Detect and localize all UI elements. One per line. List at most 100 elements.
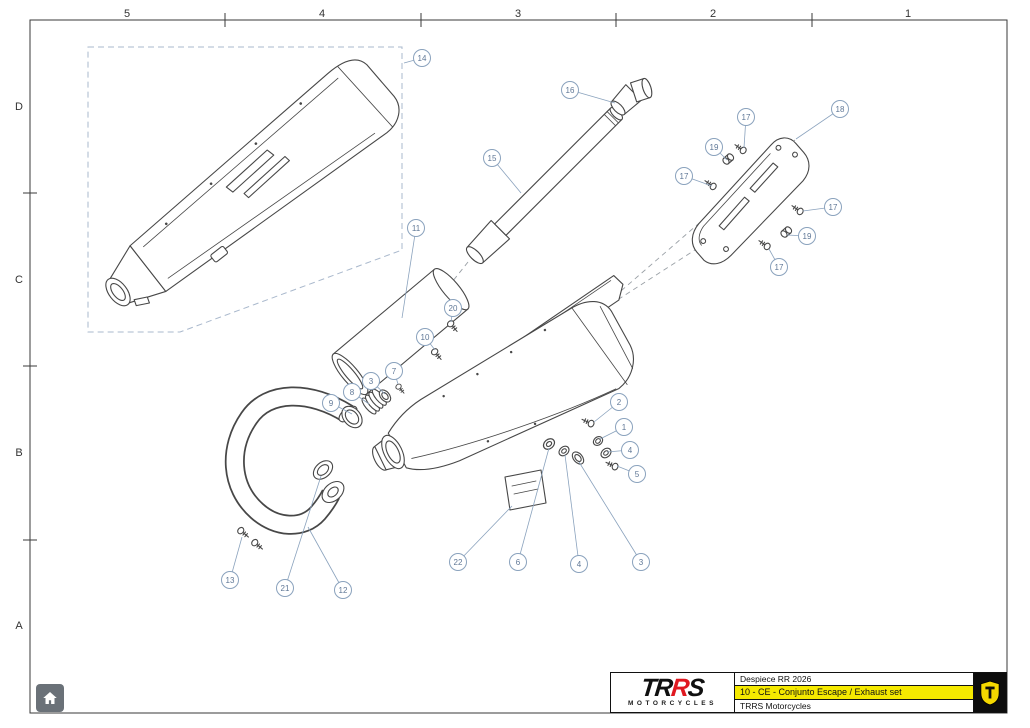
shield-spacer-19-b [779, 225, 794, 239]
svg-text:17: 17 [829, 203, 838, 212]
svg-text:16: 16 [566, 86, 575, 95]
balloon-22: 22 [449, 505, 513, 571]
heat-shield [691, 137, 810, 265]
brand-emblem-cell [973, 673, 1006, 712]
balloon-4: 4 [606, 441, 639, 459]
balloon-8: 8 [343, 383, 370, 405]
exhaust-tip [610, 77, 653, 116]
svg-text:1: 1 [622, 423, 627, 432]
grid-label-row-a: A [15, 620, 23, 632]
strip-screw-20 [445, 318, 461, 335]
svg-text:9: 9 [329, 399, 334, 408]
assembled-silencer-view [105, 59, 400, 307]
nut-1 [592, 436, 604, 446]
balloon-17: 17 [768, 248, 788, 276]
pipe-flange [321, 480, 345, 504]
inner-canister [331, 268, 470, 396]
balloon-17: 17 [737, 108, 755, 149]
mount-bolt-13-a [235, 525, 252, 541]
mount-bolt-13-b [249, 537, 266, 553]
trrs-shield-icon [980, 680, 1000, 705]
balloon-5: 5 [616, 465, 646, 483]
svg-text:3: 3 [369, 377, 374, 386]
balloon-18: 18 [795, 100, 849, 140]
svg-text:8: 8 [350, 388, 355, 397]
balloon-16: 16 [561, 81, 616, 104]
title-row-section: 10 - CE - Conjunto Escape / Exhaust set [735, 686, 973, 700]
grid-label-row-c: C [15, 274, 23, 286]
svg-text:11: 11 [412, 224, 421, 233]
home-icon [43, 692, 57, 704]
grid-label-col-3: 3 [515, 8, 521, 20]
balloon-6: 6 [509, 447, 550, 571]
strip-screw-10 [429, 346, 445, 363]
balloon-21: 21 [276, 475, 322, 597]
washer-4-b [556, 443, 572, 459]
svg-text:19: 19 [710, 143, 719, 152]
balloon-17: 17 [675, 167, 713, 187]
balloon-14: 14 [403, 49, 431, 67]
sheet-frame: 5 4 3 2 1 D C B A [15, 8, 1008, 714]
balloon-7: 7 [385, 362, 403, 385]
balloon-17: 17 [802, 198, 842, 216]
svg-text:7: 7 [392, 367, 397, 376]
grid-label-row-b: B [15, 447, 22, 459]
grid-label-row-d: D [15, 101, 23, 113]
ce-label-plate [504, 469, 547, 511]
header-pipe [224, 386, 358, 535]
balloon-10: 10 [416, 328, 436, 351]
balloon-11: 11 [401, 219, 425, 319]
svg-text:2: 2 [617, 398, 622, 407]
svg-text:12: 12 [339, 586, 348, 595]
trrs-logo-text: TRRS [640, 673, 706, 702]
balloon-9: 9 [322, 394, 353, 415]
svg-text:18: 18 [836, 105, 845, 114]
balloon-3: 3 [362, 372, 386, 395]
svg-text:19: 19 [803, 232, 812, 241]
balloon-19: 19 [705, 138, 728, 161]
washer-4-a [598, 445, 614, 461]
balloon-13: 13 [221, 536, 243, 589]
svg-text:4: 4 [577, 560, 582, 569]
title-row-document: Despiece RR 2026 [735, 673, 973, 687]
title-block-rows: Despiece RR 2026 10 - CE - Conjunto Esca… [735, 673, 973, 712]
shield-spacer-19-a [721, 152, 736, 166]
svg-text:20: 20 [449, 304, 458, 313]
svg-text:10: 10 [421, 333, 430, 342]
balloon-20: 20 [444, 299, 462, 323]
svg-text:22: 22 [454, 558, 463, 567]
svg-text:17: 17 [680, 172, 689, 181]
balloon-19: 19 [786, 227, 816, 245]
seal-ring-3-b [571, 451, 585, 465]
svg-text:14: 14 [418, 54, 427, 63]
svg-text:21: 21 [281, 584, 290, 593]
grid-label-col-2: 2 [710, 8, 716, 20]
grid-label-col-5: 5 [124, 8, 130, 20]
detail-view-box [87, 46, 403, 333]
svg-text:6: 6 [516, 558, 521, 567]
mid-pipe [465, 106, 624, 265]
tail-fasteners [540, 415, 620, 472]
bolt-7 [394, 382, 407, 396]
seal-ring-3 [378, 389, 392, 403]
balloon-15: 15 [483, 149, 522, 194]
svg-text:17: 17 [775, 263, 784, 272]
svg-text:4: 4 [628, 446, 633, 455]
shield-screw-17-b [702, 177, 718, 192]
shield-screw-17-c [789, 202, 805, 217]
balloon-3: 3 [578, 461, 650, 571]
balloon-1: 1 [599, 418, 633, 440]
title-row-company: TRRS Motorcycles [740, 700, 811, 711]
home-button[interactable] [36, 684, 64, 712]
svg-text:13: 13 [226, 576, 235, 585]
grid-label-col-4: 4 [319, 8, 325, 20]
trrs-logo-subtitle: MOTORCYCLES [628, 700, 717, 708]
balloon-12: 12 [307, 526, 352, 599]
svg-text:3: 3 [639, 558, 644, 567]
bolt-2 [580, 415, 596, 429]
title-block: TRRS MOTORCYCLES Despiece RR 2026 10 - C… [610, 672, 1007, 713]
svg-text:15: 15 [488, 154, 497, 163]
